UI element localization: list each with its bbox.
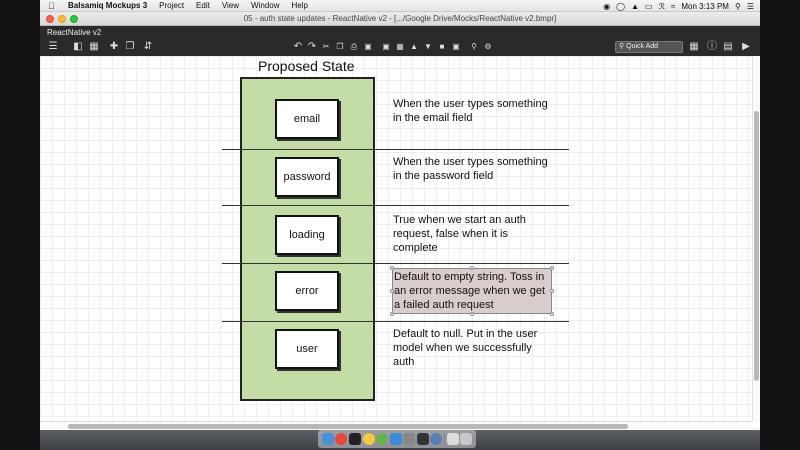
field-error[interactable]: error: [275, 271, 339, 311]
window-title-bar: 05 - auth state updates - ReactNative v2…: [40, 12, 760, 26]
left-letterbox: [0, 0, 40, 450]
wifi-icon[interactable]: ≈: [671, 1, 676, 11]
menu-clock[interactable]: Mon 3:13 PM: [681, 1, 729, 11]
row-divider[interactable]: [222, 205, 569, 206]
delete-icon[interactable]: ▣: [452, 42, 460, 51]
window-title: 05 - auth state updates - ReactNative v2…: [243, 14, 557, 23]
right-letterbox: [760, 0, 800, 450]
mockup-title[interactable]: Proposed State: [258, 58, 355, 74]
app-toolbar: ReactNative v2 ☰ ◧ ▦ ✚ ❐ ⇵ ↶ ↷ ✂ ❐ ⎙ ▣ ▣…: [40, 26, 760, 56]
terminal-icon[interactable]: [416, 433, 429, 445]
zoom-window-button[interactable]: [70, 15, 78, 23]
lock-icon[interactable]: ■: [439, 42, 445, 51]
properties-icon[interactable]: ▤: [723, 41, 733, 52]
resize-handle[interactable]: [470, 266, 474, 270]
row-divider[interactable]: [222, 149, 569, 150]
menu-edit[interactable]: Edit: [196, 1, 210, 10]
redo-icon[interactable]: ↷: [307, 41, 317, 52]
dock: [318, 430, 476, 448]
field-email[interactable]: email: [275, 99, 339, 139]
menu-app-name[interactable]: Balsamiq Mockups 3: [68, 1, 148, 10]
app-icon[interactable]: [403, 433, 416, 445]
project-name: ReactNative v2: [47, 28, 102, 37]
row-divider[interactable]: [222, 321, 569, 322]
mockup-canvas[interactable]: Proposed State email password loading er…: [40, 56, 760, 430]
airplay-icon[interactable]: ▭: [645, 1, 653, 11]
search-icon[interactable]: ⚲: [471, 42, 477, 51]
terminal-icon[interactable]: [348, 433, 361, 445]
field-password[interactable]: password: [275, 157, 339, 197]
paste-icon[interactable]: ⎙: [350, 42, 358, 51]
apple-icon[interactable]: : [48, 1, 58, 11]
glasses-icon[interactable]: ◯: [616, 1, 626, 11]
send-back-icon[interactable]: ▼: [424, 42, 432, 51]
quick-add-input[interactable]: ⚲Quick Add: [615, 41, 683, 53]
cut-icon[interactable]: ✂: [322, 42, 330, 51]
grid-view-icon[interactable]: ▦: [89, 41, 99, 52]
mac-menu-bar:  Balsamiq Mockups 3 Project Edit View W…: [40, 0, 760, 12]
panel-toggle-icon[interactable]: ◧: [73, 41, 83, 52]
group-icon[interactable]: ▣: [382, 42, 390, 51]
vertical-scrollbar[interactable]: [752, 56, 760, 422]
folder-icon[interactable]: [389, 433, 402, 445]
description-error-selected[interactable]: Default to empty string. Toss in an erro…: [392, 268, 552, 314]
menu-icon[interactable]: ☰: [48, 41, 58, 52]
app-icon[interactable]: [376, 433, 389, 445]
close-window-button[interactable]: [46, 15, 54, 23]
bluetooth-icon[interactable]: ℛ: [658, 1, 665, 11]
trash-icon[interactable]: [460, 433, 473, 445]
duplicate-icon[interactable]: ❐: [125, 41, 135, 52]
resize-handle[interactable]: [550, 266, 554, 270]
settings-icon[interactable]: ⚙: [484, 42, 492, 51]
vertical-scroll-thumb[interactable]: [754, 111, 759, 381]
info-icon[interactable]: ⓘ: [707, 41, 717, 52]
add-icon[interactable]: ✚: [109, 41, 119, 52]
document-icon[interactable]: [446, 433, 459, 445]
resize-handle[interactable]: [550, 289, 554, 293]
dock-separator: [443, 433, 445, 445]
resize-handle[interactable]: [390, 289, 394, 293]
resize-handle[interactable]: [390, 312, 394, 316]
undo-icon[interactable]: ↶: [293, 41, 303, 52]
description-loading[interactable]: True when we start an auth request, fals…: [393, 214, 526, 254]
emoji-app-icon[interactable]: [362, 433, 375, 445]
horizontal-scrollbar[interactable]: [40, 421, 752, 430]
ungroup-icon[interactable]: ▦: [396, 42, 404, 51]
quick-add-label: Quick Add: [626, 43, 659, 50]
description-user[interactable]: Default to null. Put in the user model w…: [393, 328, 538, 368]
horizontal-scroll-thumb[interactable]: [68, 424, 628, 429]
copy-icon[interactable]: ❐: [336, 42, 344, 51]
menu-view[interactable]: View: [221, 1, 240, 10]
library-icon[interactable]: ▦: [689, 41, 699, 52]
chrome-icon[interactable]: [335, 433, 348, 445]
clipboard-icon[interactable]: ▣: [364, 42, 372, 51]
field-loading[interactable]: loading: [275, 215, 339, 255]
menu-help[interactable]: Help: [291, 1, 308, 10]
record-icon[interactable]: ◉: [603, 1, 611, 11]
description-password[interactable]: When the user types something in the pas…: [393, 156, 548, 182]
search-icon: ⚲: [619, 43, 625, 50]
resize-handle[interactable]: [550, 312, 554, 316]
field-user[interactable]: user: [275, 329, 339, 369]
notification-center-icon[interactable]: ☰: [746, 1, 754, 11]
resize-handle[interactable]: [470, 312, 474, 316]
resize-handle[interactable]: [390, 266, 394, 270]
row-divider[interactable]: [222, 263, 569, 264]
minimize-window-button[interactable]: [58, 15, 66, 23]
spotlight-icon[interactable]: ⚲: [734, 1, 741, 11]
bring-front-icon[interactable]: ▲: [410, 42, 418, 51]
description-email[interactable]: When the user types something in the ema…: [393, 98, 548, 124]
finder-icon[interactable]: [321, 433, 334, 445]
presentation-icon[interactable]: ▶: [742, 41, 750, 52]
menu-window[interactable]: Window: [251, 1, 280, 10]
drive-icon[interactable]: ▲: [631, 1, 640, 11]
reorder-icon[interactable]: ⇵: [143, 41, 153, 52]
menu-project[interactable]: Project: [159, 1, 185, 10]
chrome-icon[interactable]: [430, 433, 443, 445]
